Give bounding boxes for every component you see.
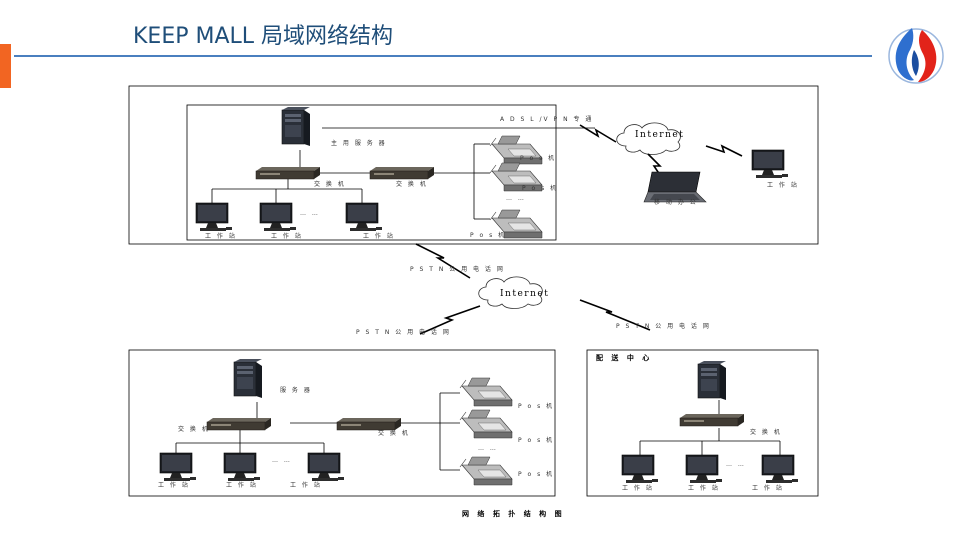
remote-workstation-label: 工 作 站 — [767, 181, 799, 189]
branch-workstation-2-label: 工 作 站 — [226, 481, 258, 489]
distribution-workstation-2-icon — [685, 454, 723, 484]
branch-pos-ellipsis: … … — [478, 445, 498, 452]
main-pos-ellipsis: … … — [506, 195, 526, 202]
pstn-left-label: P S T N 公 用 电 话 网 — [356, 328, 451, 336]
branch-pos-3-icon — [459, 456, 513, 486]
main-workstation-3-label: 工 作 站 — [363, 232, 395, 240]
main-workstation-2-label: 工 作 站 — [271, 232, 303, 240]
main-workstation-ellipsis: … … — [300, 210, 320, 217]
main-pos-1-label: P o s 机 — [520, 154, 556, 162]
main-pos-2-label: P o s 机 — [522, 184, 558, 192]
main-server-label: 主 用 服 务 器 — [331, 139, 387, 147]
distribution-workstation-3-label: 工 作 站 — [752, 484, 784, 492]
branch-switch-1-icon — [206, 417, 272, 431]
distribution-workstation-3-icon — [761, 454, 799, 484]
branch-pos-1-icon — [459, 377, 513, 407]
remote-laptop-label: 移 动 办 公 — [654, 198, 698, 206]
distribution-workstation-1-icon — [621, 454, 659, 484]
distribution-server-icon — [697, 360, 727, 401]
branch-workstation-3-icon — [307, 452, 345, 482]
main-workstation-3-icon — [345, 202, 383, 232]
main-switch-2-icon — [369, 166, 435, 180]
branch-workstation-1-label: 工 作 站 — [158, 481, 190, 489]
main-switch-1-label: 交 换 机 — [314, 180, 346, 188]
brand-flame-logo-icon — [888, 28, 944, 84]
branch-server-icon — [233, 358, 263, 399]
branch-workstation-1-icon — [159, 452, 197, 482]
branch-workstation-ellipsis: … … — [272, 457, 292, 464]
distribution-workstation-ellipsis: … … — [726, 461, 746, 468]
branch-switch-2-label: 交 换 机 — [378, 429, 410, 437]
distribution-center-title: 配 送 中 心 — [596, 353, 652, 362]
main-site-lan-frame — [186, 104, 557, 241]
accent-tab — [0, 44, 11, 88]
branch-workstation-2-icon — [223, 452, 261, 482]
main-switch-1-icon — [255, 166, 321, 180]
branch-site-frame — [128, 349, 556, 497]
main-workstation-1-icon — [195, 202, 233, 232]
distribution-workstation-2-label: 工 作 站 — [688, 484, 720, 492]
branch-switch-2-icon — [336, 417, 402, 431]
main-site-frame — [128, 85, 819, 245]
branch-pos-3-label: P o s 机 — [518, 470, 554, 478]
distribution-center-frame — [586, 349, 819, 497]
main-switch-2-label: 交 换 机 — [396, 180, 428, 188]
distribution-switch-icon — [679, 413, 745, 427]
main-pos-3-label: P o s 机 — [470, 231, 506, 239]
remote-internet-label: Internet — [635, 130, 684, 140]
pstn-right-label: P S T N 公 用 电 话 网 — [616, 322, 711, 330]
vpn-link-label: A D S L /V P N 专 通 — [500, 115, 593, 123]
main-server-icon — [281, 106, 311, 147]
wan-internet-label: Internet — [500, 289, 549, 299]
branch-workstation-3-label: 工 作 站 — [290, 481, 322, 489]
slide-title: KEEP MALL 局域网络结构 — [133, 24, 394, 49]
branch-pos-2-label: P o s 机 — [518, 436, 554, 444]
remote-laptop-icon — [643, 171, 707, 203]
title-underline — [14, 55, 872, 57]
distribution-switch-label: 交 换 机 — [750, 428, 782, 436]
branch-switch-1-label: 交 换 机 — [178, 425, 210, 433]
main-workstation-2-icon — [259, 202, 297, 232]
branch-server-label: 服 务 器 — [280, 386, 312, 394]
diagram-caption: 网 络 拓 扑 结 构 图 — [462, 509, 565, 518]
main-workstation-1-label: 工 作 站 — [205, 232, 237, 240]
branch-pos-1-label: P o s 机 — [518, 402, 554, 410]
pstn-top-label: P S T N 公 用 电 话 网 — [410, 265, 505, 273]
remote-workstation-icon — [751, 149, 789, 179]
branch-pos-2-icon — [459, 409, 513, 439]
distribution-workstation-1-label: 工 作 站 — [622, 484, 654, 492]
